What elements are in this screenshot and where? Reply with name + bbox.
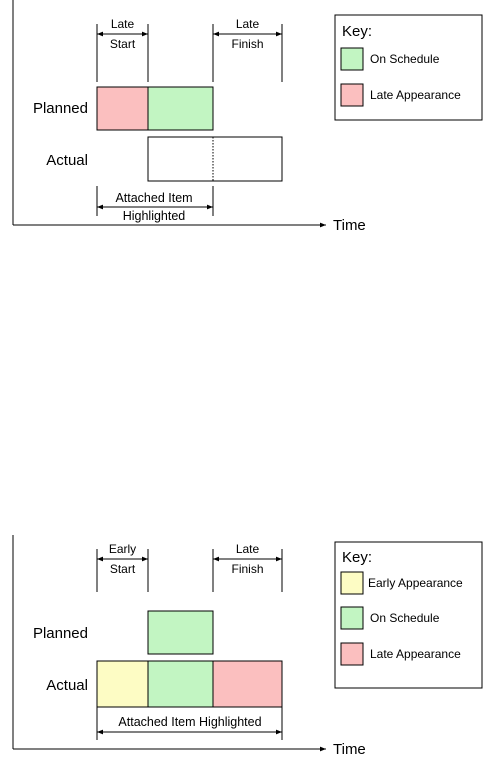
planned-on-schedule-segment — [147, 610, 214, 655]
late-finish-label: Late — [236, 17, 260, 31]
axis-label: Time — [333, 741, 366, 758]
axis-label: Time — [333, 217, 366, 234]
diagram-2: Time Early Start Late Finish Planned Act… — [12, 535, 483, 758]
actual-on-schedule-segment — [147, 660, 214, 708]
key-title: Key: — [342, 549, 372, 566]
attached-item-label: Attached Item — [115, 191, 192, 205]
key-legend: Key: On Schedule Late Appearance — [334, 14, 483, 121]
early-start-label: Start — [110, 562, 136, 576]
key-label-late-appearance: Late Appearance — [370, 88, 461, 102]
late-finish-label: Finish — [231, 562, 263, 576]
late-finish-label: Finish — [231, 37, 263, 51]
attached-item-label: Attached Item Highlighted — [118, 715, 261, 729]
actual-early-segment — [96, 660, 149, 708]
key-label-on-schedule: On Schedule — [370, 611, 440, 625]
row-label-actual: Actual — [46, 152, 88, 169]
actual-late-segment — [212, 660, 283, 708]
key-title: Key: — [342, 23, 372, 40]
key-swatch-late-appearance — [340, 83, 364, 107]
diagram-1: Time Late Start Late Finish Planned Actu… — [12, 0, 483, 234]
early-start-label: Early — [109, 542, 136, 556]
row-label-planned: Planned — [33, 100, 88, 117]
key-swatch-on-schedule — [340, 606, 364, 630]
late-start-label: Late — [111, 17, 135, 31]
key-swatch-on-schedule — [340, 47, 364, 71]
key-label-late-appearance: Late Appearance — [370, 647, 461, 661]
key-legend: Key: Early Appearance On Schedule Late A… — [334, 541, 483, 689]
row-label-planned: Planned — [33, 625, 88, 642]
late-finish-label: Late — [236, 542, 260, 556]
key-label-on-schedule: On Schedule — [370, 52, 440, 66]
key-swatch-early-appearance — [340, 571, 364, 595]
late-start-label: Start — [110, 37, 136, 51]
actual-bar — [147, 136, 283, 182]
planned-late-segment — [96, 86, 149, 131]
key-swatch-late-appearance — [340, 642, 364, 666]
key-label-early-appearance: Early Appearance — [368, 576, 463, 590]
attached-item-label: Highlighted — [123, 209, 186, 223]
row-label-actual: Actual — [46, 677, 88, 694]
planned-on-schedule-segment — [147, 86, 214, 131]
